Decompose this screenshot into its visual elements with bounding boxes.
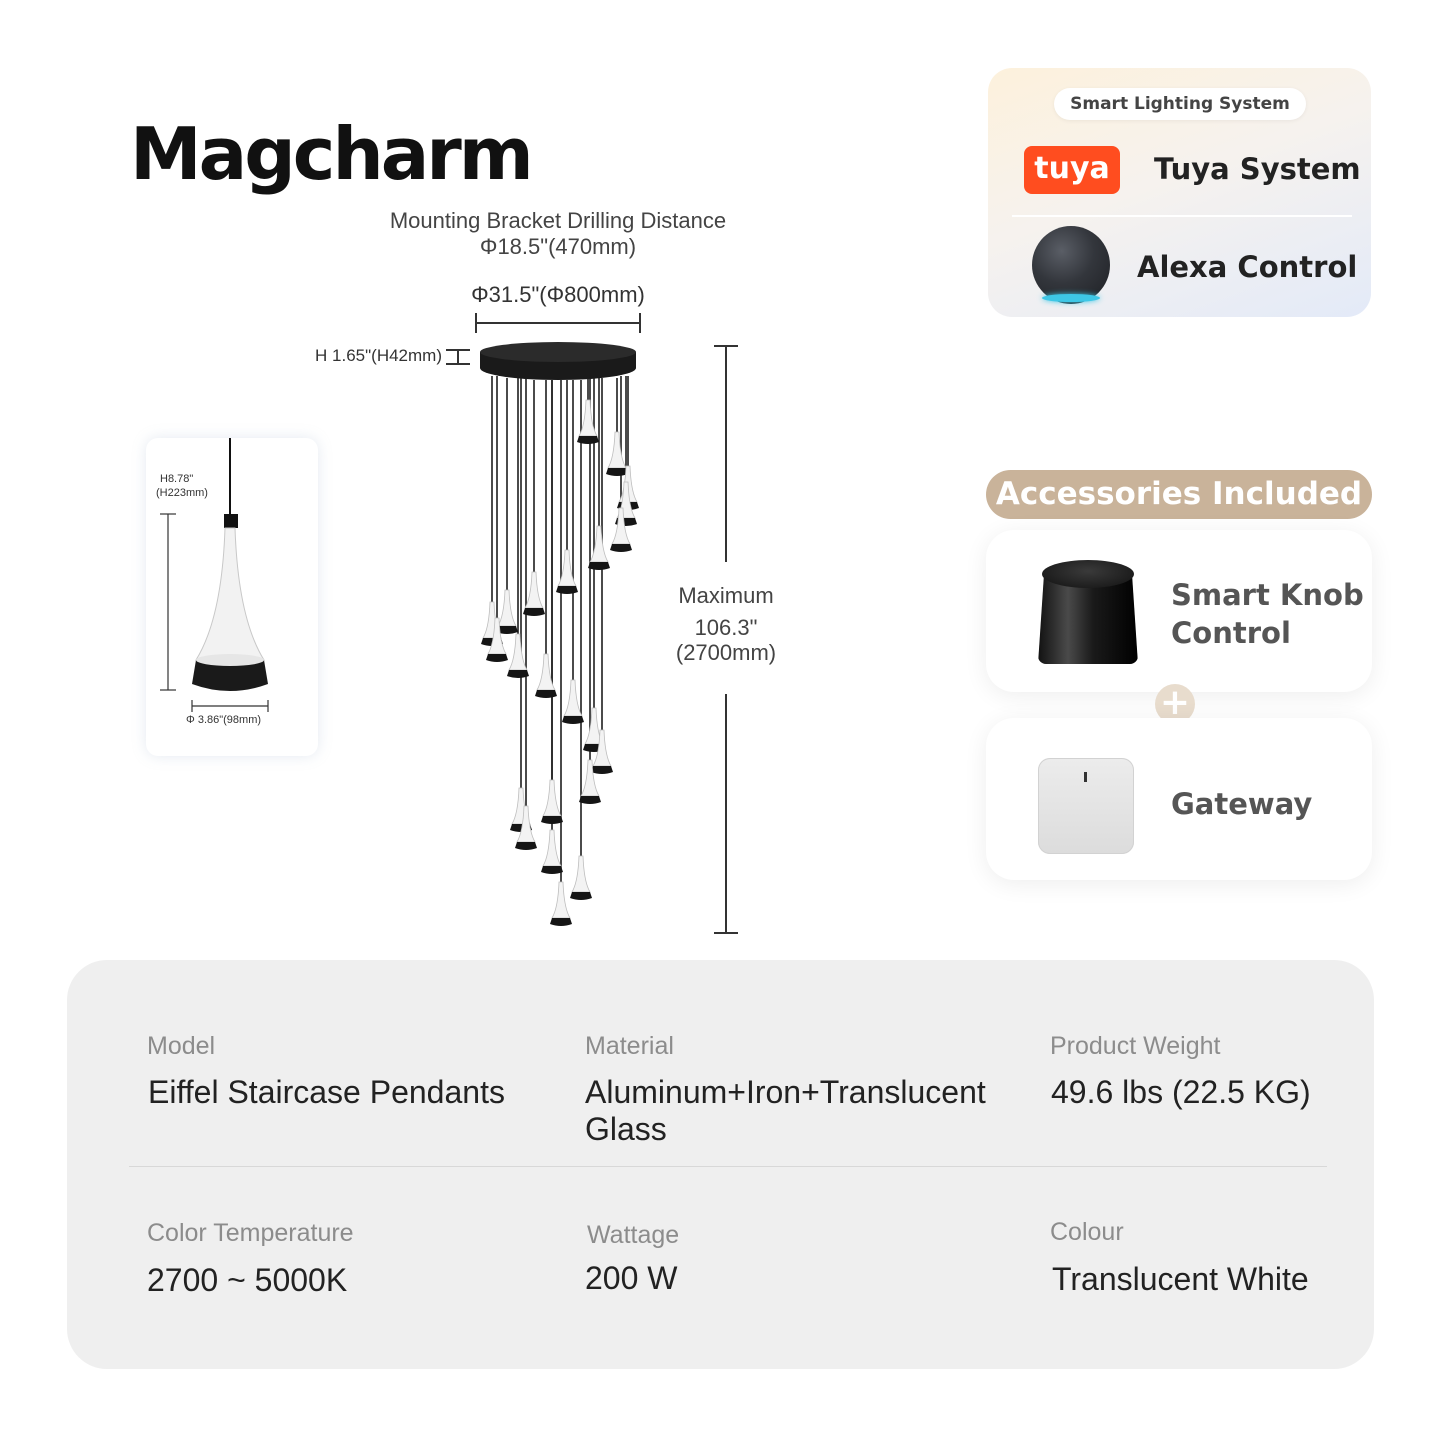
- pendant-base: [507, 670, 529, 678]
- pendant-detail-card: [146, 438, 318, 756]
- smart-knob-label-line2: Control: [1171, 616, 1291, 650]
- max-label: Maximum: [678, 583, 774, 608]
- material-value-line2: Glass: [585, 1111, 667, 1147]
- material-value-line1: Aluminum+Iron+Translucent: [585, 1074, 986, 1110]
- pendant-shade: [524, 571, 544, 609]
- pendant-shade: [542, 779, 562, 817]
- wattage-label: Wattage: [587, 1221, 680, 1249]
- canopy-height-label: H 1.65"(H42mm): [315, 346, 442, 365]
- smart-lighting-card: Smart Lighting System tuya Tuya System A…: [988, 68, 1371, 317]
- material-label: Material: [585, 1032, 674, 1060]
- pendant-base: [486, 654, 508, 662]
- pendant-detail-drawing: [160, 438, 269, 712]
- pendant-base: [523, 608, 545, 616]
- bracket-value: Φ18.5"(470mm): [479, 234, 637, 259]
- weight-value: 49.6 lbs (22.5 KG): [1051, 1074, 1311, 1110]
- pendant-base: [541, 866, 563, 874]
- pendant-base: [588, 562, 610, 570]
- pendant-base: [562, 716, 584, 724]
- smart-divider: [1012, 215, 1352, 217]
- tuya-logo: tuya: [1024, 146, 1120, 194]
- colour-label: Colour: [1050, 1218, 1124, 1246]
- max-value-in: 106.3": [694, 615, 758, 640]
- pendant-shade: [607, 431, 627, 469]
- canopy-width-dimension: [475, 313, 641, 333]
- detail-diameter: Φ 3.86"(98mm): [186, 714, 262, 726]
- model-value: Eiffel Staircase Pendants: [148, 1074, 505, 1110]
- wattage-value: 200 W: [585, 1260, 678, 1296]
- alexa-ring-icon: [1042, 294, 1100, 302]
- pendant-base: [515, 842, 537, 850]
- chandelier-diagram: [446, 313, 738, 934]
- spec-panel: Model Eiffel Staircase Pendants Material…: [67, 960, 1374, 1369]
- bracket-label: Mounting Bracket Drilling Distance: [389, 208, 727, 233]
- tuya-system-label: Tuya System: [1154, 152, 1361, 186]
- canopy-height-dimension: [446, 349, 470, 365]
- brand-title: Magcharm: [130, 112, 534, 196]
- pendant-shade: [563, 679, 583, 717]
- model-label: Model: [147, 1032, 216, 1060]
- pendant-shade: [508, 633, 528, 671]
- pendant-shade: [542, 829, 562, 867]
- max-height-dimension: [714, 345, 738, 934]
- pendant-shade: [551, 881, 571, 919]
- pendant-base: [606, 468, 628, 476]
- pendant-base: [535, 690, 557, 698]
- detail-height-in: H8.78": [160, 473, 194, 485]
- max-value-mm: (2700mm): [675, 640, 777, 665]
- pendant-base: [579, 796, 601, 804]
- smart-knob-label-line1: Smart Knob: [1171, 578, 1364, 612]
- gateway-card: Gateway: [986, 718, 1372, 880]
- pendant-shade: [497, 589, 517, 627]
- plus-icon: +: [1155, 684, 1195, 724]
- pendant-base: [496, 626, 518, 634]
- colour-value: Translucent White: [1052, 1261, 1309, 1297]
- pendant-shade: [589, 525, 609, 563]
- smart-knob-card: Smart Knob Control: [986, 530, 1372, 692]
- canopy-width-label: Φ31.5"(Φ800mm): [471, 282, 645, 307]
- pendant-base: [591, 766, 613, 774]
- color-temp-value: 2700 ~ 5000K: [147, 1262, 348, 1298]
- weight-label: Product Weight: [1050, 1032, 1221, 1060]
- pendant-base: [570, 892, 592, 900]
- detail-height-mm: (H223mm): [156, 487, 208, 499]
- pendant-base: [577, 436, 599, 444]
- pendant-base: [556, 586, 578, 594]
- pendant-shade: [571, 855, 591, 893]
- smart-lighting-header: Smart Lighting System: [1054, 88, 1306, 120]
- gateway-label: Gateway: [1171, 787, 1313, 821]
- gateway-icon: [1038, 758, 1134, 854]
- pendant-base: [541, 816, 563, 824]
- pendant-cords: [491, 376, 629, 882]
- pendant-base: [550, 918, 572, 926]
- pendant-base: [610, 544, 632, 552]
- alexa-control-label: Alexa Control: [1137, 250, 1358, 284]
- pendant-shades: [481, 399, 639, 926]
- alexa-echo-icon: [1032, 226, 1110, 304]
- spec-divider: [129, 1166, 1327, 1167]
- canopy: [480, 342, 636, 380]
- color-temp-label: Color Temperature: [147, 1219, 354, 1247]
- accessories-header: Accessories Included: [986, 470, 1372, 519]
- smart-knob-icon: [1038, 560, 1138, 664]
